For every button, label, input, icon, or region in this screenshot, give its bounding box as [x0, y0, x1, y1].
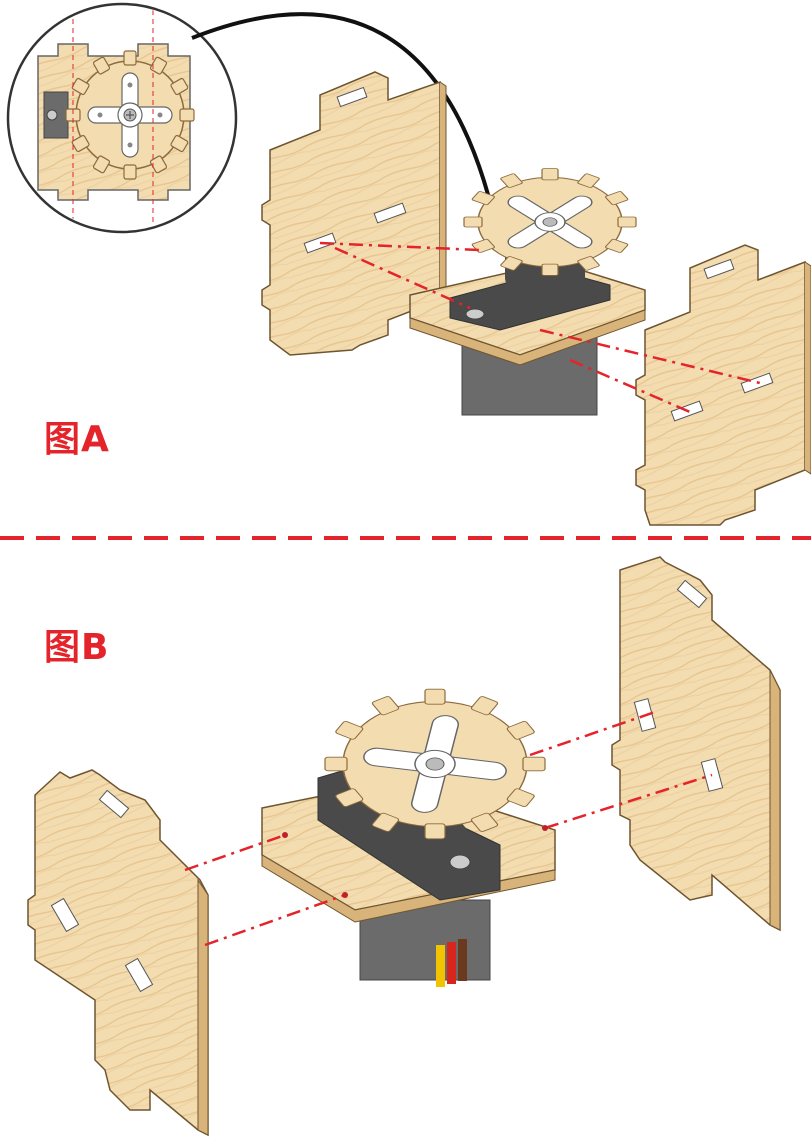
side-panel-right-b: [611, 556, 781, 932]
gear-icon: [324, 688, 546, 840]
figure-a: [6, 2, 811, 526]
servo-motor-icon: [409, 248, 646, 416]
figure-label-b: 图B: [44, 627, 110, 668]
figure-label-a: 图A: [44, 419, 110, 460]
guide-lines-a: [319, 241, 761, 414]
screw-icon: [123, 108, 137, 122]
zoom-inset: [6, 2, 502, 246]
gear-icon: [65, 50, 195, 180]
figure-b: [27, 556, 781, 1137]
side-panel-right-a: [635, 244, 811, 526]
guide-lines-b: [184, 710, 713, 947]
side-panel-left-b: [27, 769, 209, 1137]
gear-icon: [463, 168, 637, 276]
